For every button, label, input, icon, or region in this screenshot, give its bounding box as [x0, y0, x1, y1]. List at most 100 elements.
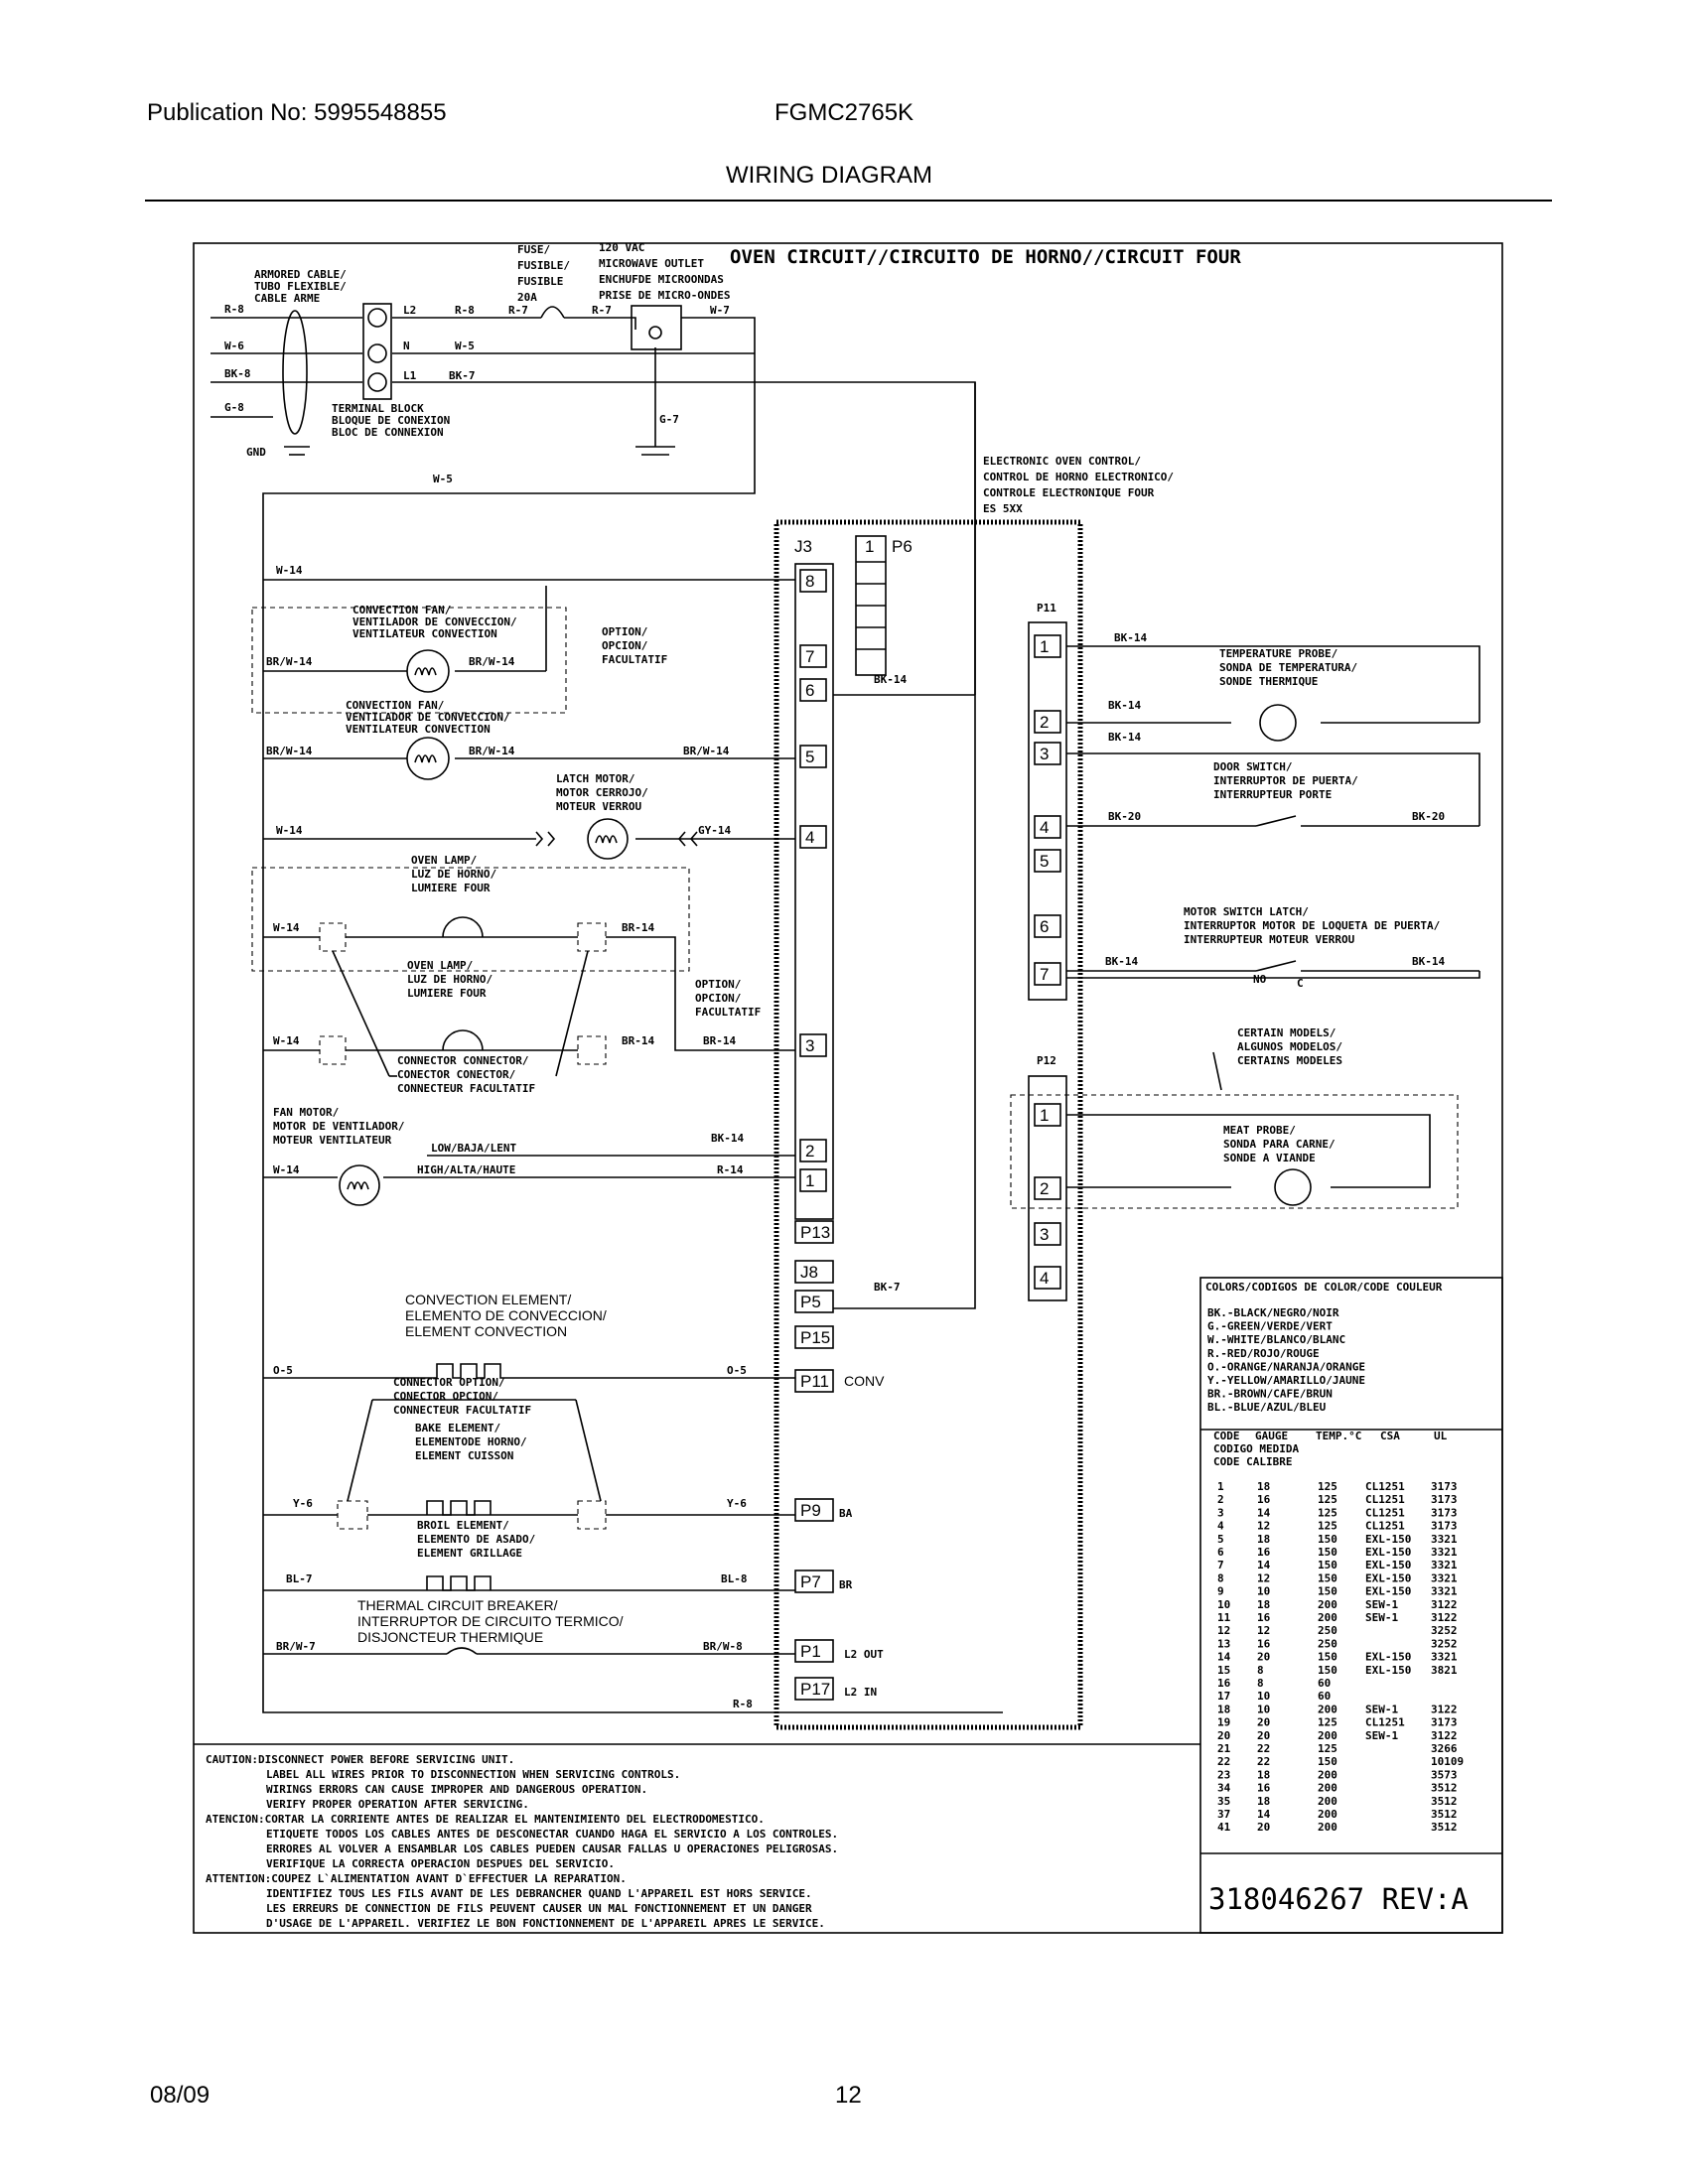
connector-option-label-line: CONNECTOR OPTION/: [393, 1376, 505, 1389]
thermal-breaker-label-line: THERMAL CIRCUIT BREAKER/: [357, 1597, 558, 1613]
option-1-label-line: FACULTATIF: [602, 653, 667, 666]
gauge-cell: 10: [1257, 1690, 1270, 1703]
caution-line: ATENCION:CORTAR LA CORRIENTE ANTES DE RE…: [206, 1813, 765, 1826]
gauge-cell: 150: [1318, 1585, 1337, 1598]
caution-line: WIRINGS ERRORS CAN CAUSE IMPROPER AND DA…: [266, 1783, 647, 1796]
terminal-block: [362, 303, 392, 400]
door-switch-label-line: DOOR SWITCH/: [1213, 760, 1293, 773]
conv-fan-2-label-line: CONVECTION FAN/: [346, 699, 445, 712]
gauge-cell: 3321: [1431, 1533, 1458, 1546]
fuse-label-line: 20A: [517, 291, 537, 304]
wire-label-26: W-14: [273, 1034, 300, 1047]
port-p13: P13: [800, 1223, 830, 1242]
gauge-cell: 15: [1217, 1664, 1230, 1677]
gauge-cell: 16: [1257, 1546, 1271, 1559]
p11-pin-2: 2: [1040, 713, 1049, 732]
gauge-cell: 16: [1217, 1677, 1231, 1690]
color-legend-item: BL.-BLUE/AZUL/BLEU: [1207, 1401, 1327, 1414]
gauge-cell: SEW-1: [1365, 1598, 1398, 1611]
bake-element-label-line: BAKE ELEMENT/: [415, 1422, 500, 1434]
gauge-header-4: UL: [1434, 1430, 1448, 1442]
gauge-cell: 3173: [1431, 1493, 1458, 1506]
wire-w5-neutral: [262, 317, 1003, 1713]
j3-pin-4-box: [799, 825, 827, 849]
oven-lamp-1-label-line: LUZ DE HORNO/: [411, 868, 496, 881]
gauge-cell: 14: [1257, 1808, 1271, 1821]
gauge-cell: 200: [1318, 1703, 1337, 1715]
certain-models-label-line: CERTAIN MODELS/: [1237, 1026, 1336, 1039]
terminal-block-label-line: TERMINAL BLOCK: [332, 402, 424, 415]
wire-label-10: R-7: [508, 304, 528, 317]
door-switch-label-line: INTERRUPTOR DE PUERTA/: [1213, 774, 1358, 787]
armored-cable-label-line: ARMORED CABLE/: [254, 268, 347, 281]
gauge-cell: 41: [1217, 1821, 1231, 1834]
wire-label-12: W-7: [710, 304, 730, 317]
footer-date: 08/09: [150, 2082, 211, 2109]
p11-pin-5-box: [1034, 849, 1061, 873]
gauge-cell: 3573: [1431, 1768, 1458, 1781]
wire-label-39: BR/W-7: [276, 1640, 316, 1653]
gauge-cell: 125: [1318, 1716, 1337, 1729]
gauge-cell: 10: [1257, 1585, 1270, 1598]
wire-label-19: BR/W-14: [469, 745, 515, 757]
connector-connector-label-line: CONNECTOR CONNECTOR/: [397, 1054, 529, 1067]
convection-element: [436, 1363, 516, 1379]
gauge-cell: 3512: [1431, 1782, 1458, 1795]
port-p5: P5: [800, 1293, 821, 1311]
gauge-cell: 12: [1217, 1624, 1230, 1637]
port-j8-box: [794, 1260, 834, 1284]
conv-fan-1-label-line: CONVECTION FAN/: [352, 604, 452, 616]
fan-motor-label-line: FAN MOTOR/: [273, 1106, 340, 1119]
diagram-title: OVEN CIRCUIT//CIRCUITO DE HORNO//CIRCUIT…: [730, 246, 1241, 268]
gauge-cell: 3173: [1431, 1716, 1458, 1729]
meat-probe-label-line: MEAT PROBE/: [1223, 1124, 1296, 1137]
j3-pin-5-box: [799, 745, 827, 768]
caution-line: D'USAGE DE L'APPAREIL. VERIFIEZ LE BON F…: [266, 1917, 825, 1930]
wire-label-30: W-14: [273, 1163, 300, 1176]
p11-connector-body: [1028, 621, 1067, 1001]
gauge-cell: 150: [1318, 1571, 1337, 1584]
switch-no-label: NO: [1253, 973, 1267, 986]
gauge-cell: 200: [1318, 1611, 1337, 1624]
gauge-cell: 150: [1318, 1651, 1337, 1664]
gauge-cell: 14: [1257, 1559, 1271, 1571]
j3-pin-3-box: [799, 1033, 827, 1057]
header-rule: [145, 200, 1552, 202]
gauge-cell: 10: [1217, 1598, 1230, 1611]
option-group-conv-fan: [251, 607, 567, 714]
gauge-subheader: CODE CALIBRE: [1213, 1455, 1292, 1468]
oven-lamp-2: [442, 1029, 484, 1051]
legend-box: [1199, 1277, 1503, 1934]
j3-pin-4: 4: [805, 828, 814, 847]
broil-element-label-line: BROIL ELEMENT/: [417, 1519, 509, 1532]
wire-label-47: BK-14: [1105, 955, 1138, 968]
oven-control-label-line: ES 5XX: [983, 502, 1023, 515]
part-number: 318046267 REV:A: [1208, 1882, 1469, 1916]
latch-motor-label-line: LATCH MOTOR/: [556, 772, 635, 785]
port-ba-label: BA: [839, 1507, 853, 1520]
gauge-cell: SEW-1: [1365, 1729, 1398, 1742]
gauge-cell: 21: [1217, 1742, 1231, 1755]
gauge-cell: EXL-150: [1365, 1585, 1411, 1598]
port-p13-box: [794, 1220, 834, 1244]
p12-connector-body: [1028, 1075, 1067, 1301]
gauge-cell: 7: [1217, 1559, 1224, 1571]
color-legend-item: Y.-YELLOW/AMARILLO/JAUNE: [1207, 1374, 1365, 1387]
fan-low-label: LOW/BAJA/LENT: [431, 1142, 516, 1155]
gauge-cell: 20: [1257, 1729, 1270, 1742]
p11-pin-2-box: [1034, 710, 1061, 734]
wire-label-5: N: [403, 340, 410, 352]
wire-label-28: BR-14: [703, 1034, 736, 1047]
gauge-cell: 22: [1217, 1755, 1230, 1768]
model-number: FGMC2765K: [774, 99, 914, 126]
motor-switch-latch-label-line: MOTOR SWITCH LATCH/: [1184, 905, 1309, 918]
color-legend-item: BK.-BLACK/NEGRO/NOIR: [1207, 1306, 1339, 1319]
bake-element: [426, 1500, 492, 1516]
broil-element: [426, 1575, 492, 1591]
port-p11: P11: [800, 1372, 829, 1391]
gauge-cell: 14: [1217, 1651, 1231, 1664]
gauge-cell: 10109: [1431, 1755, 1464, 1768]
wire-label-38: BL-8: [721, 1572, 748, 1585]
temperature-probe-label-line: SONDE THERMIQUE: [1219, 675, 1318, 688]
oven-lamp-1: [442, 916, 484, 938]
